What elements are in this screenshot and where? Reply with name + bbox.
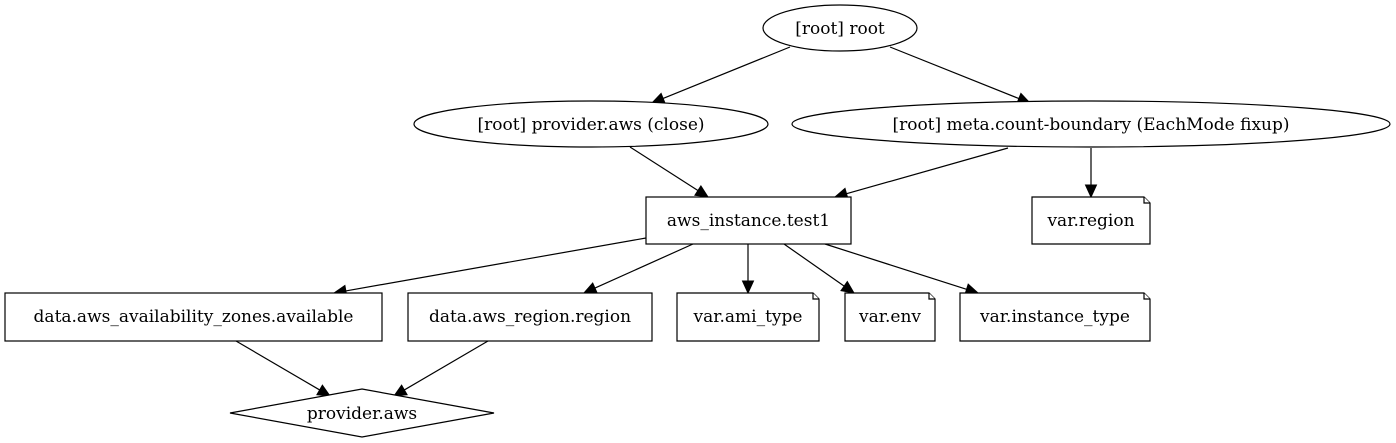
node-provider-aws: provider.aws [229, 388, 495, 438]
edge-root-to-provider_close [650, 46, 791, 105]
node-provider-aws-close-label: [root] provider.aws (close) [477, 115, 704, 135]
node-aws-instance-test1-label: aws_instance.test1 [667, 211, 830, 231]
node-provider-aws-label: provider.aws [307, 404, 417, 424]
arrowhead-icon [694, 184, 710, 198]
arrowhead-icon [582, 282, 598, 294]
arrowhead-icon [741, 280, 755, 295]
edge-line [889, 46, 1020, 100]
node-root: [root] root [762, 4, 918, 52]
edge-line [824, 243, 967, 290]
edge-meta_boundary-to-var_region [1084, 148, 1098, 199]
edge-provider_close-to-aws_instance [629, 146, 710, 198]
edge-aws_instance-to-var_env [783, 243, 855, 294]
arrowhead-icon [840, 280, 855, 294]
node-data-aws-region-label: data.aws_region.region [429, 307, 631, 327]
edge-root-to-meta_boundary [889, 46, 1032, 105]
node-var-instance-type-label: var.instance_type [979, 307, 1130, 327]
edge-line [846, 147, 1009, 195]
node-data-aws-availability-zones-label: data.aws_availability_zones.available [34, 307, 354, 327]
edge-line [662, 46, 791, 100]
node-var-env: var.env [844, 292, 936, 342]
edge-aws_instance-to-var_ami [741, 244, 755, 295]
edge-line [345, 237, 647, 292]
node-aws-instance-test1: aws_instance.test1 [645, 196, 852, 245]
edge-line [594, 243, 694, 289]
node-meta-count-boundary: [root] meta.count-boundary (EachMode fix… [791, 100, 1391, 148]
edge-line [629, 146, 699, 192]
edge-line [404, 340, 489, 391]
arrowhead-icon [1084, 184, 1098, 199]
node-data-aws-region: data.aws_region.region [407, 292, 653, 342]
edge-meta_boundary-to-aws_instance [833, 147, 1009, 200]
edge-data_region-to-provider_aws [392, 340, 489, 397]
node-data-aws-availability-zones: data.aws_availability_zones.available [4, 292, 383, 342]
edge-line [783, 243, 845, 287]
node-root-label: [root] root [795, 19, 885, 39]
edge-aws_instance-to-data_region [582, 243, 694, 294]
arrowhead-icon [392, 384, 408, 397]
edge-aws_instance-to-data_az [332, 237, 647, 297]
edge-line [235, 340, 320, 391]
node-var-instance-type: var.instance_type [959, 292, 1151, 342]
node-provider-aws-close: [root] provider.aws (close) [413, 100, 769, 148]
node-var-ami-type-label: var.ami_type [693, 307, 803, 327]
node-meta-count-boundary-label: [root] meta.count-boundary (EachMode fix… [892, 115, 1289, 135]
edge-data_az-to-provider_aws [235, 340, 332, 397]
node-var-region: var.region [1031, 196, 1151, 245]
node-var-region-label: var.region [1046, 211, 1134, 231]
arrowhead-icon [316, 384, 332, 397]
node-var-ami-type: var.ami_type [676, 292, 820, 342]
node-var-env-label: var.env [858, 307, 921, 327]
